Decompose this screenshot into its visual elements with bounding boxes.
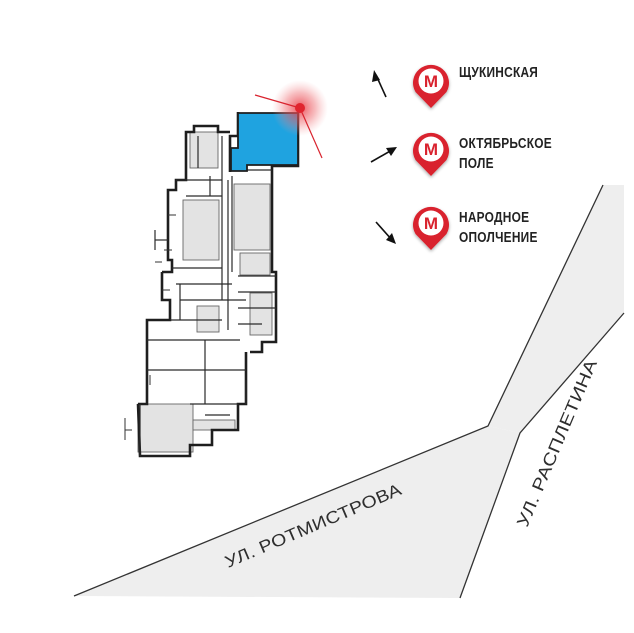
direction-arrows <box>370 70 397 244</box>
station-name-line: ОПОЛЧЕНИЕ <box>459 230 538 246</box>
station-label-st2: ОКТЯБРЬСКОЕ ПОЛЕ <box>459 134 552 174</box>
station-name-line: ОКТЯБРЬСКОЕ <box>459 136 552 152</box>
station-name-line: ПОЛЕ <box>459 156 494 172</box>
road-rotmistrova <box>74 426 520 598</box>
building-plan <box>124 112 300 458</box>
station-label-st1: ЩУКИНСКАЯ <box>459 63 538 83</box>
road-raspletina <box>488 185 624 433</box>
building-blocks <box>137 131 273 453</box>
metro-logo-icon: М <box>424 72 438 91</box>
road-edge-right <box>459 312 625 599</box>
view-direction-marker <box>254 80 328 159</box>
station-name-line: ЩУКИНСКАЯ <box>459 65 539 81</box>
arrow-north-east-icon <box>370 147 397 163</box>
roads <box>73 184 625 599</box>
metro-pin-st2: М <box>413 132 449 176</box>
interior-walls <box>139 136 276 456</box>
station-label-st3: НАРОДНОЕ ОПОЛЧЕНИЕ <box>459 208 538 248</box>
arrow-north-west-icon <box>372 70 387 98</box>
metro-logo-icon: М <box>424 214 438 233</box>
arrow-south-east-icon <box>375 221 396 244</box>
station-name-line: НАРОДНОЕ <box>459 210 530 226</box>
road-edge-left <box>73 184 604 597</box>
wall-details <box>124 214 176 440</box>
metro-pin-st3: М <box>413 206 449 250</box>
metro-logo-icon: М <box>424 140 438 159</box>
metro-pin-st1: М <box>413 64 449 109</box>
